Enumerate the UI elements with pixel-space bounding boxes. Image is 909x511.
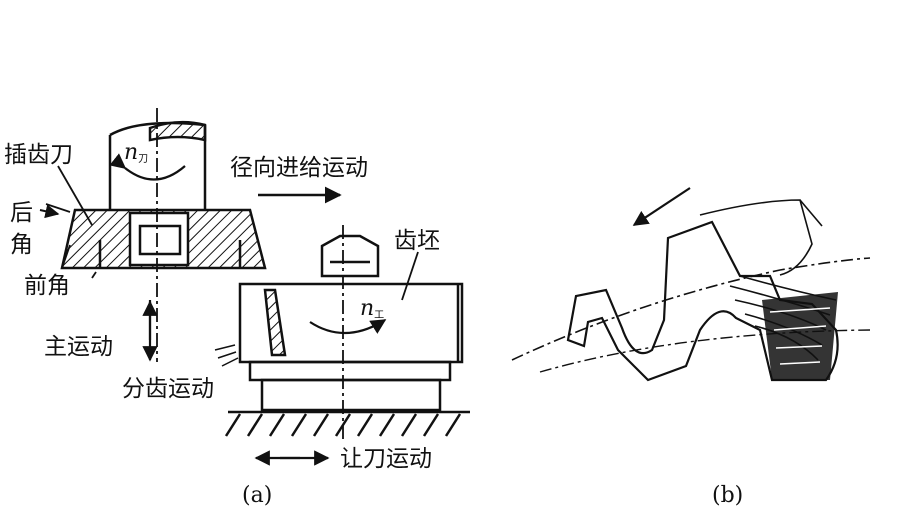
cut-tooth-space (762, 292, 838, 380)
cutter-outline-b (699, 199, 813, 276)
cutter-body (60, 208, 267, 270)
symbol-cutter-speed: n刀 (124, 140, 149, 166)
ground (224, 410, 470, 437)
symbol-work-speed: n工 (360, 296, 385, 322)
gear-blank (238, 234, 464, 412)
relief-angle-arrow (39, 204, 60, 219)
chips (214, 344, 239, 367)
label-relief-angle-1: 后 (10, 200, 33, 226)
caption-b: (b) (712, 483, 744, 508)
label-main-motion: 主运动 (44, 334, 113, 360)
gear-profile (566, 220, 839, 382)
pitch-line-b (511, 257, 871, 361)
feed-arrow-b (632, 187, 691, 226)
label-cutter: 插齿刀 (4, 142, 73, 168)
label-indexing-motion: 分齿运动 (122, 376, 214, 402)
cutter-rotation-arrow (109, 153, 186, 181)
caption-a: (a) (242, 483, 273, 508)
label-retract-motion: 让刀运动 (340, 446, 432, 472)
label-blank: 齿坯 (394, 228, 440, 254)
label-rake-angle: 前角 (24, 273, 70, 299)
blank-leader (401, 251, 419, 301)
work-rotation-arrow (309, 319, 387, 335)
label-radial-feed: 径向进给运动 (230, 155, 368, 181)
cutter-shaft (108, 120, 207, 210)
label-relief-angle-2: 角 (10, 232, 33, 258)
